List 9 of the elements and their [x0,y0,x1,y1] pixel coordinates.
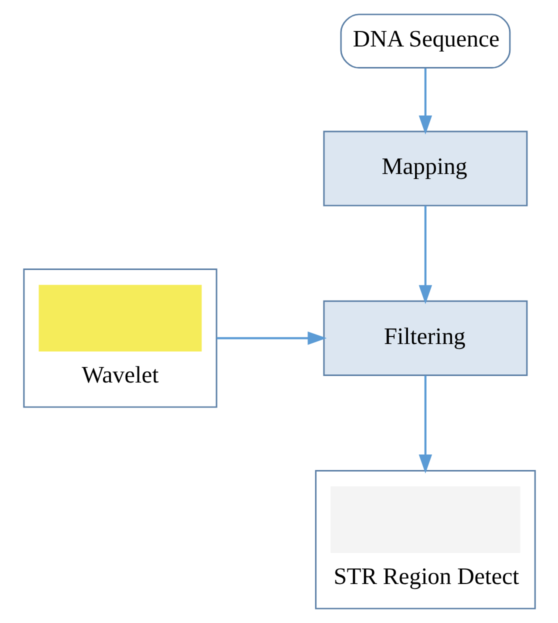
arrow [418,68,432,135]
node-box: Filtering [322,300,528,376]
arrow [418,376,432,474]
node-box: STR Region Detect [314,470,536,610]
arrow [216,332,326,345]
node-box: Wavelet [22,268,217,408]
node-box: Mapping [322,130,528,206]
arrow [418,206,432,304]
node-box: DNA Sequence [340,14,510,69]
